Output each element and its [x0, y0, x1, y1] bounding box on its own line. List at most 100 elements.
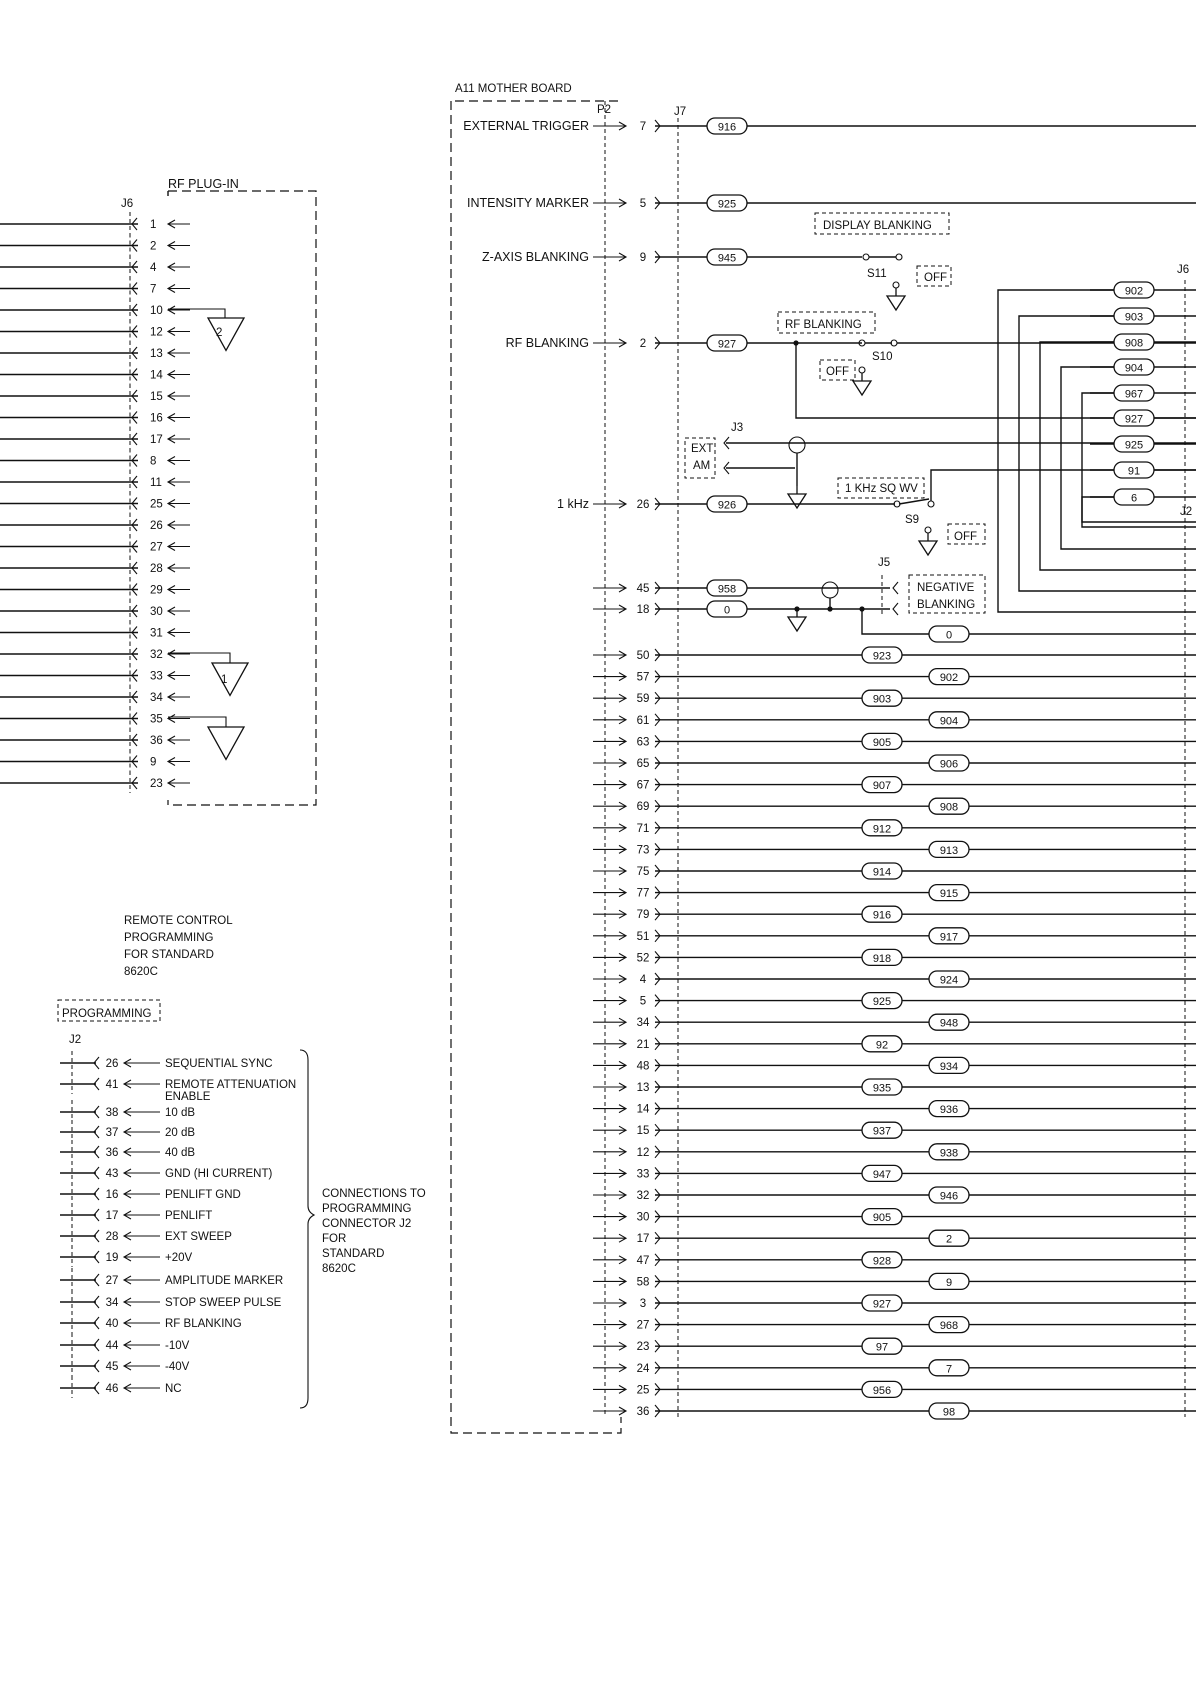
- signal-arrow: [618, 1320, 628, 1330]
- switch-s9-blade: [898, 498, 930, 505]
- prog-pin-number: 38: [106, 1107, 119, 1119]
- switch-contact: [892, 281, 900, 289]
- connector-chevron: [131, 733, 138, 747]
- signal-arrow: [618, 1233, 628, 1243]
- wire-number: 902: [940, 672, 958, 684]
- signal-arrow: [618, 888, 628, 898]
- tie-wire: [168, 308, 226, 318]
- signal-arrow: [618, 758, 628, 768]
- rf-pin-number: 26: [150, 520, 163, 532]
- bus-pin-number: 57: [637, 672, 650, 684]
- connector-chevron: [93, 1338, 100, 1352]
- pin-number: 18: [637, 604, 650, 616]
- wire-number: 913: [940, 845, 958, 857]
- signal-arrow: [618, 1255, 628, 1265]
- bus-pin-number: 32: [637, 1190, 650, 1202]
- signal-arrow: [618, 952, 628, 962]
- connector-chevron: [131, 303, 138, 317]
- rf-blanking-box: [777, 311, 876, 334]
- prog-signal-label: AMPLITUDE MARKER: [165, 1275, 283, 1287]
- connector-chevron: [131, 346, 138, 360]
- connector-chevron: [131, 389, 138, 403]
- wire-number-oval: [861, 991, 903, 1010]
- connector-chevron: [93, 1273, 100, 1287]
- triangle-2-label: 2: [216, 327, 222, 339]
- pin-number: 7: [640, 121, 646, 133]
- bus-pin-number: 65: [637, 758, 650, 770]
- wire-number-oval: [861, 732, 903, 751]
- wire-number-oval: [861, 905, 903, 923]
- wire-number: 925: [718, 199, 736, 211]
- prog-signal-label: ENABLE: [165, 1091, 211, 1103]
- connections-title-line: CONNECTIONS TO: [322, 1188, 426, 1200]
- wire-number: 937: [873, 1126, 891, 1138]
- khz-sq-wv-label: 1 KHz SQ WV: [845, 483, 918, 495]
- signal-arrow: [618, 1298, 628, 1308]
- prog-signal-label: -10V: [165, 1340, 190, 1352]
- wire-number: 927: [718, 339, 736, 351]
- prog-pin-number: 36: [106, 1147, 119, 1159]
- tie-wire: [168, 716, 227, 727]
- bus-pin-number: 69: [637, 801, 650, 813]
- reference-triangle: [206, 726, 246, 761]
- wire-number: 926: [718, 500, 736, 512]
- signal-arrow: [618, 1104, 628, 1114]
- negative-blanking-box: [908, 574, 986, 614]
- ground-icon: [786, 486, 808, 510]
- bus-pin-number: 71: [637, 823, 650, 835]
- wire-number: 938: [940, 1147, 958, 1159]
- wire-number-oval: [928, 1143, 970, 1161]
- signal-arrow: [618, 801, 628, 811]
- wire-number: 908: [1125, 338, 1143, 350]
- wire-number: 968: [940, 1320, 958, 1332]
- display-blanking-label: DISPLAY BLANKING: [823, 220, 932, 232]
- rf-plugin-frame: [167, 190, 317, 806]
- triangle-1-label: 1: [221, 674, 227, 686]
- wire-number-oval: [1113, 409, 1155, 427]
- signal-arrow: [618, 499, 628, 509]
- bus-pin-number: 73: [637, 844, 650, 856]
- rf-pin-number: 16: [150, 413, 163, 425]
- bus-pin-number: 67: [637, 780, 650, 792]
- j6-left-label: J6: [121, 198, 133, 210]
- signal-arrow: [618, 1276, 628, 1286]
- s10-label: S10: [872, 351, 892, 363]
- prog-pin-number: 45: [106, 1361, 119, 1373]
- wire-number-oval: [928, 1099, 970, 1118]
- switch-contact: [895, 253, 903, 261]
- connections-title-line: PROGRAMMING: [322, 1203, 412, 1215]
- bus-pin-number: 47: [637, 1255, 650, 1267]
- ground-icon: [885, 288, 907, 312]
- programming-label: PROGRAMMING: [62, 1008, 152, 1020]
- signal-arrow: [618, 672, 628, 682]
- wire-number-oval: [928, 1229, 970, 1247]
- connector-chevron: [131, 540, 138, 553]
- connector-chevron: [93, 1250, 100, 1264]
- wire-number: 98: [943, 1407, 955, 1419]
- signal-arrow: [618, 1125, 628, 1135]
- pin-number: 26: [637, 499, 650, 511]
- programming-box: [57, 999, 161, 1022]
- wire-number: 907: [873, 780, 891, 792]
- off-box-s10: [819, 359, 856, 381]
- wire-number-oval: [861, 1164, 903, 1183]
- wire-number: 948: [940, 1018, 958, 1030]
- signal-arrow: [618, 866, 628, 876]
- wire-number: 935: [873, 1083, 891, 1095]
- prog-pin-number: 34: [106, 1297, 119, 1309]
- remote-title-line: 8620C: [124, 966, 158, 978]
- prog-pin-number: 17: [106, 1210, 119, 1222]
- switch-contact: [858, 366, 866, 374]
- wire-number-oval: [928, 970, 970, 988]
- harness-return: [1081, 392, 1196, 528]
- signal-name: Z-AXIS BLANKING: [482, 250, 589, 264]
- rf-pin-number: 14: [150, 370, 163, 382]
- harness-return: [1081, 496, 1196, 523]
- wire-number: 928: [873, 1255, 891, 1267]
- bus-pin-number: 48: [637, 1060, 650, 1072]
- connector-chevron: [131, 690, 138, 704]
- connector-chevron: [93, 1077, 100, 1091]
- connector-chevron: [131, 282, 138, 295]
- ground-icon: [851, 373, 873, 397]
- wire-number: 6: [1131, 493, 1137, 505]
